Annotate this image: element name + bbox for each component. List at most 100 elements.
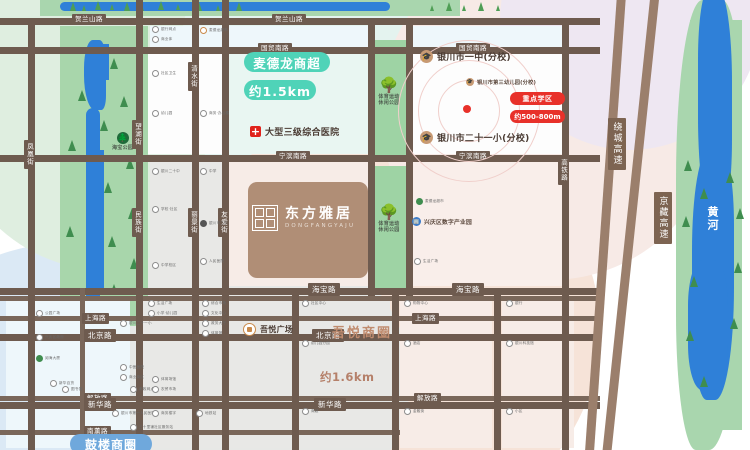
list-item[interactable]: 学校·社区 xyxy=(152,206,178,213)
block-e-digital xyxy=(412,162,562,286)
poi-dot-icon xyxy=(200,258,207,265)
list-item[interactable]: 社区卫生 xyxy=(152,70,176,77)
road-shanghai xyxy=(0,316,600,321)
tree-icon xyxy=(78,90,86,101)
list-item[interactable]: 中医医院 xyxy=(120,364,144,371)
list-item[interactable]: 商超 xyxy=(302,408,319,415)
poi-dot-icon xyxy=(36,310,43,317)
tree-icon xyxy=(730,318,738,329)
road-qingshui-jie xyxy=(392,288,399,450)
list-item[interactable]: 幼儿园分园 xyxy=(302,340,330,347)
project-name-en: DONGFANGYAJU xyxy=(285,223,356,230)
tree-icon xyxy=(196,2,202,11)
highway-raocheng-plate: 绕城高速 xyxy=(608,118,626,170)
poi-dot-icon xyxy=(404,340,411,347)
plate-beijing-w: 北京路 xyxy=(84,329,116,342)
poi-school-yc21x[interactable]: 🎓 银川市二十一小(分校) xyxy=(420,131,530,144)
list-item[interactable]: 中学校区 xyxy=(152,262,176,269)
list-item[interactable]: 商业体 xyxy=(152,36,172,43)
list-item[interactable]: 幼儿园 xyxy=(152,110,172,117)
block-n-mid1 xyxy=(148,54,222,154)
list-item[interactable]: 银川二十中 xyxy=(152,168,180,175)
poi-dot-icon xyxy=(112,410,119,417)
list-item[interactable]: 小区 xyxy=(506,408,523,415)
haibao-park-label: 海宝公园 xyxy=(112,145,134,151)
poi-hospital[interactable]: + 大型三级综合医院 xyxy=(250,125,339,138)
poi-school-yc1z[interactable]: 🎓 银川市一中(分校) xyxy=(420,50,511,63)
poi-wuyue-plaza[interactable]: 吾悦广场 xyxy=(243,323,293,336)
poi-dot-icon xyxy=(416,198,423,205)
poi-digital-park[interactable]: 🏢 兴庆区数字产业园 xyxy=(412,217,472,226)
poi-dot-icon xyxy=(200,168,207,175)
project-logo: 东方雅居 DONGFANGYAJU xyxy=(252,205,355,231)
tree-icon: 🌳 xyxy=(379,203,399,221)
road-sports-e xyxy=(406,18,413,296)
list-item[interactable]: 银川科技馆 xyxy=(506,340,534,347)
list-item[interactable]: 体育场馆 xyxy=(152,376,176,383)
list-item[interactable]: 三十里铺社区服务站 xyxy=(130,424,173,431)
list-item[interactable]: 人民医院 xyxy=(200,258,224,265)
list-item[interactable]: 公园广场 xyxy=(36,310,60,317)
list-item[interactable]: 生活广场 xyxy=(148,300,172,307)
plate-minzu-jie: 民族街 xyxy=(132,208,143,237)
poi-dot-icon xyxy=(404,300,411,307)
sports-park-south-marker: 🌳 体育运动休闲公园 xyxy=(374,205,404,234)
list-item[interactable]: 银川市第一人民医院 xyxy=(112,410,155,417)
list-item[interactable]: 阅海大厦 xyxy=(36,355,60,362)
poi-hospital-label: 大型三级综合医院 xyxy=(265,128,340,138)
list-item[interactable]: 商业街区 xyxy=(120,374,144,381)
pill-key-school-distance[interactable]: 约500-800m xyxy=(510,110,565,123)
list-item[interactable]: 酒店 xyxy=(404,340,421,347)
school-icon: 🎓 xyxy=(420,50,433,63)
list-item[interactable]: 银川市三中 xyxy=(200,220,228,227)
list-item[interactable]: 图书馆 xyxy=(62,386,82,393)
hospital-icon: + xyxy=(250,124,261,138)
list-item[interactable]: 麦德龙超市 xyxy=(416,198,444,205)
tree-icon xyxy=(70,2,76,11)
tree-icon xyxy=(690,276,698,287)
list-item[interactable]: 银行 xyxy=(506,300,523,307)
list-item[interactable]: 银川二十一小 xyxy=(120,320,152,327)
tree-icon xyxy=(496,5,500,11)
list-item[interactable]: 体育馆 xyxy=(202,330,222,337)
list-item[interactable]: 中学 xyxy=(200,168,217,175)
list-item[interactable]: 邮政网点 xyxy=(130,386,154,393)
list-item[interactable]: 地铁站 xyxy=(196,410,216,417)
tree-icon xyxy=(686,330,694,341)
list-item[interactable]: 生活广场 xyxy=(414,258,438,265)
list-item[interactable]: 政务大厅 xyxy=(202,320,226,327)
mall-icon xyxy=(243,323,256,336)
list-item[interactable]: 社区中心 xyxy=(302,300,326,307)
list-item[interactable]: 商务楼宇 xyxy=(152,410,176,417)
pill-gulou-district[interactable]: 鼓楼商圈 xyxy=(70,434,152,450)
road-beijing xyxy=(0,334,600,341)
poi-dot-icon xyxy=(404,408,411,415)
tree-icon xyxy=(100,120,108,131)
list-item[interactable]: 兴庆区政府 xyxy=(36,334,64,341)
poi-dot-icon xyxy=(152,410,159,417)
haibao-stream-2 xyxy=(94,150,104,290)
list-item[interactable]: 麦德龙超市 xyxy=(200,27,228,34)
list-item[interactable]: 购物中心 xyxy=(404,300,428,307)
poi-kindergarten-3[interactable]: 🎓 银川市第三幼儿园(分校) xyxy=(466,78,536,86)
plate-xinhua-e: 新华路 xyxy=(314,398,346,411)
list-item[interactable]: 金融街 xyxy=(404,408,424,415)
list-item[interactable]: 综合市场 xyxy=(202,300,226,307)
plate-beijing-e: 北京路 xyxy=(312,329,344,342)
plate-helanshan-e: 贺兰山路 xyxy=(272,14,306,25)
list-item[interactable]: 银行网点 xyxy=(152,26,176,33)
tree-icon xyxy=(82,5,86,11)
list-item[interactable]: 农贸市场 xyxy=(152,386,176,393)
poi-dot-icon xyxy=(148,300,155,307)
list-item[interactable]: 小学·幼儿园 xyxy=(148,310,177,317)
list-item[interactable]: 文化中心 xyxy=(202,310,226,317)
list-item[interactable]: 商务·办公楼 xyxy=(200,110,229,117)
list-item[interactable]: 新华百货 xyxy=(50,380,74,387)
tree-icon xyxy=(682,216,690,227)
school-icon: 🎓 xyxy=(466,78,474,86)
pill-key-school-zone[interactable]: 重点学区 xyxy=(510,92,565,105)
poi-dot-icon xyxy=(414,258,421,265)
pill-supermarket[interactable]: 麦德龙商超 xyxy=(244,52,330,72)
pill-supermarket-distance[interactable]: 约1.5km xyxy=(244,80,316,100)
school-icon: 🎓 xyxy=(420,131,433,144)
